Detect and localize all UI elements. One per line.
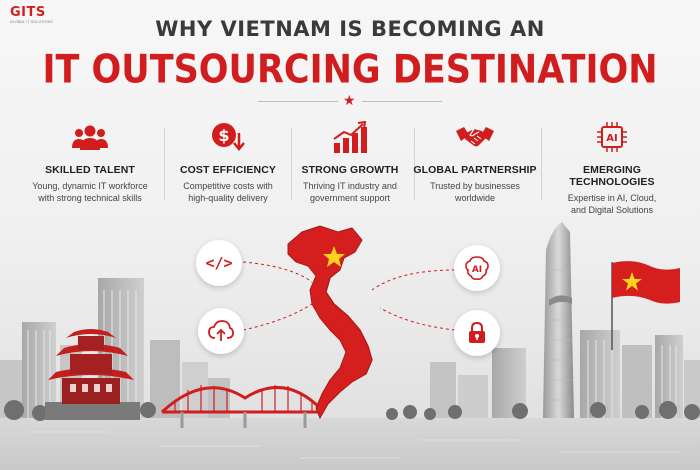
feature-title: GLOBAL PARTNERSHIP xyxy=(413,164,537,176)
title-divider-right xyxy=(362,101,442,102)
security-lock-icon xyxy=(454,310,500,356)
feature-desc-1: Expertise in AI, Cloud, xyxy=(567,193,657,203)
feature-title: COST EFFICIENCY xyxy=(179,164,276,176)
feature-desc-2: government support xyxy=(309,193,391,203)
svg-text:$: $ xyxy=(218,126,229,145)
vietnam-flag xyxy=(611,261,680,350)
cloud-upload-icon xyxy=(198,308,244,354)
feature-title: STRONG GROWTH xyxy=(301,164,399,176)
code-icon: </> xyxy=(196,240,242,286)
gits-logo[interactable]: GITS GLOBAL IT SOLUTIONS xyxy=(10,6,72,28)
handshake-icon xyxy=(409,118,541,156)
feature-skilled-talent: SKILLED TALENT Young, dynamic IT workfor… xyxy=(24,118,156,204)
feature-strong-growth: STRONG GROWTH Thriving IT industry and g… xyxy=(284,118,416,204)
feature-title: EMERGING TECHNOLOGIES xyxy=(569,164,655,188)
feature-desc-1: Trusted by businesses xyxy=(430,181,520,191)
ai-brain-icon: AI xyxy=(454,245,500,291)
feature-cost-efficiency: $ COST EFFICIENCY Competitive costs with… xyxy=(162,118,294,204)
svg-text:AI: AI xyxy=(606,133,617,144)
feature-emerging-technologies: AI EMERGING TECHNOLOGIES Expertise in AI… xyxy=(546,118,678,216)
code-icon-label: </> xyxy=(205,254,233,272)
feature-desc-2: and Digital Solutions xyxy=(570,205,654,215)
title-star-icon: ★ xyxy=(343,92,356,108)
feature-desc-1: Competitive costs with xyxy=(183,181,273,191)
title-divider-left xyxy=(258,101,338,102)
pagoda xyxy=(45,329,140,420)
title-line-1: WHY VIETNAM IS BECOMING AN xyxy=(155,17,545,41)
river xyxy=(0,418,700,470)
logo-tagline: GLOBAL IT SOLUTIONS xyxy=(10,20,53,24)
growth-chart-icon xyxy=(284,118,416,156)
feature-desc-2: with strong technical skills xyxy=(38,193,142,203)
landmark-tower xyxy=(543,222,574,418)
feature-separator xyxy=(164,128,165,200)
feature-desc-2: worldwide xyxy=(454,193,496,203)
trees xyxy=(4,400,700,421)
dollar-down-icon: $ xyxy=(162,118,294,156)
team-icon xyxy=(24,118,156,156)
feature-title: SKILLED TALENT xyxy=(45,164,135,176)
title-line-2: IT OUTSOURCING DESTINATION xyxy=(42,47,658,93)
logo-name: GITS xyxy=(10,5,46,20)
ai-chip-icon: AI xyxy=(546,118,678,156)
feature-desc-1: Young, dynamic IT workforce xyxy=(32,181,148,191)
feature-separator xyxy=(291,128,292,200)
flag-star xyxy=(323,246,345,267)
red-bridge xyxy=(160,385,324,428)
vietnam-map xyxy=(287,225,373,420)
ai-brain-label: AI xyxy=(472,265,482,275)
feature-global-partnership: GLOBAL PARTNERSHIP Trusted by businesses… xyxy=(409,118,541,204)
feature-desc-1: Thriving IT industry and xyxy=(303,181,397,191)
feature-separator xyxy=(414,128,415,200)
feature-desc-2: high-quality delivery xyxy=(188,193,268,203)
feature-separator xyxy=(541,128,542,200)
